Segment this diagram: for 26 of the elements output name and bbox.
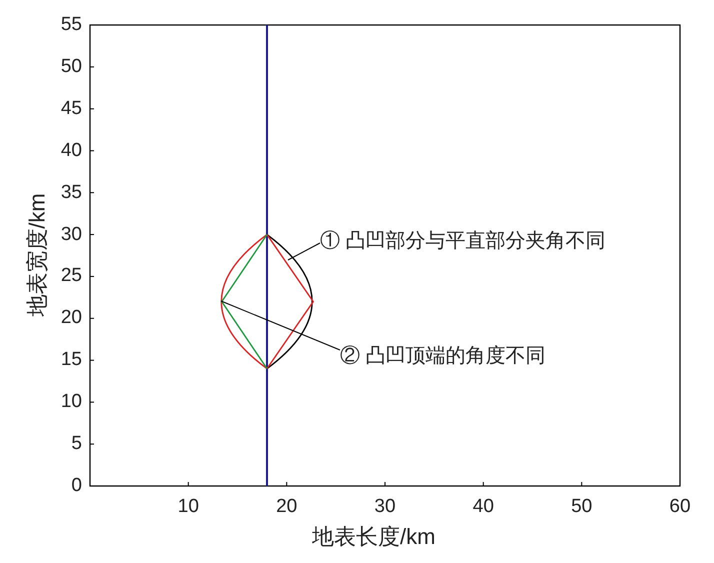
tick-label: 40 [60, 140, 82, 161]
line-segment [220, 234, 268, 370]
tick-label: 0 [70, 476, 82, 496]
tick-label: 20 [275, 497, 298, 517]
tick-label: 15 [60, 350, 82, 370]
axis-title: 地表宽度/km [24, 193, 51, 317]
tick-label: 60 [668, 497, 692, 517]
tick-label: 50 [60, 56, 82, 77]
leader-line [220, 300, 340, 350]
tick-label: 20 [60, 308, 82, 328]
tick-label: 55 [60, 15, 82, 35]
tick-label: 40 [472, 497, 495, 517]
tick-label: 35 [60, 182, 82, 203]
leader-line [288, 242, 320, 260]
tick-label: 30 [60, 224, 82, 245]
callout-text: ② 凸凹顶端的角度不同 [340, 341, 546, 371]
axis-title: 地表长度/km [312, 524, 436, 550]
tick-label: 25 [60, 266, 82, 286]
callout-text: ① 凸凹部分与平直部分夹角不同 [320, 226, 606, 256]
tick-label: 30 [373, 497, 397, 517]
tick-label: 5 [70, 434, 82, 454]
tick-label: 50 [570, 497, 594, 517]
tick-label: 10 [176, 497, 200, 517]
tick-label: 10 [60, 392, 82, 412]
tick-label: 45 [60, 98, 82, 119]
line-segment [266, 234, 314, 370]
